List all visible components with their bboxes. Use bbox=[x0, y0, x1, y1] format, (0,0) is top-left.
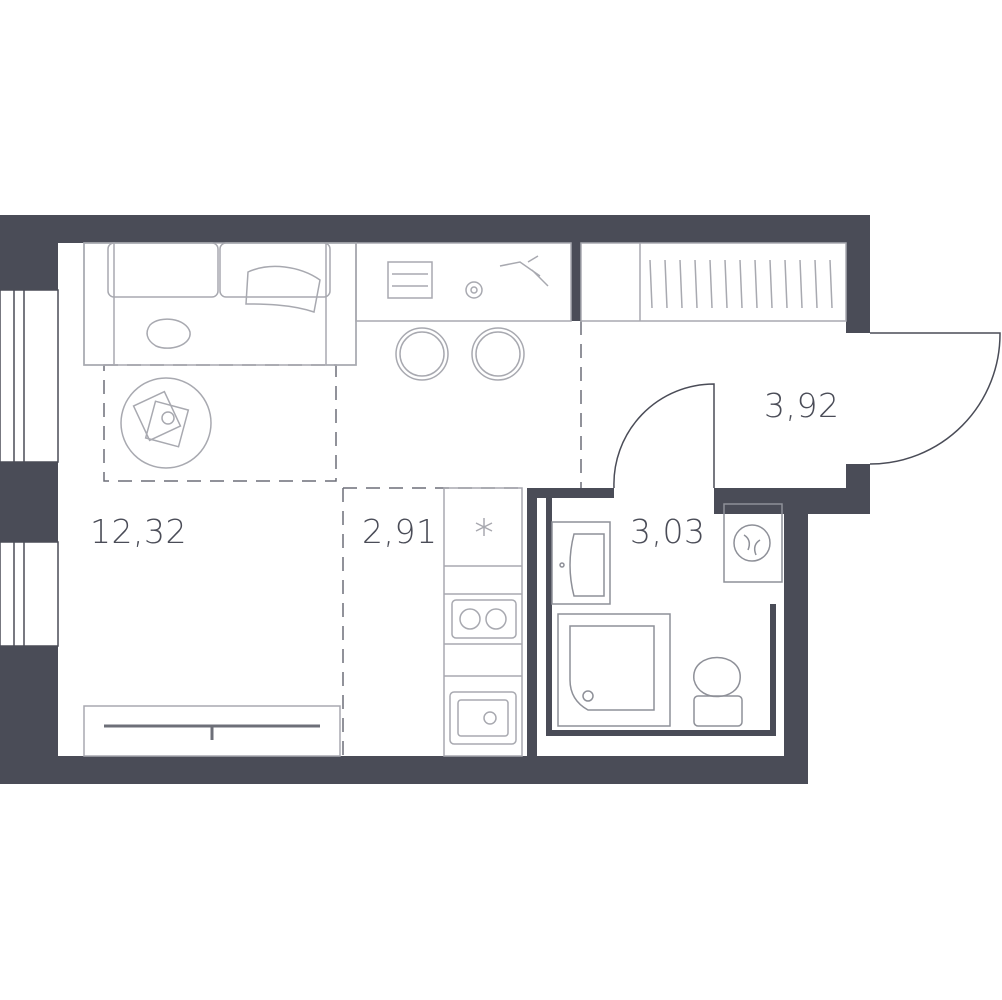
tv-stand bbox=[83, 705, 341, 757]
room-area-living: 12,32 bbox=[90, 512, 187, 551]
windows bbox=[0, 289, 59, 647]
sofa bbox=[83, 242, 357, 366]
bathroom-fixtures bbox=[551, 503, 783, 727]
wall-bathroom-right bbox=[784, 488, 808, 784]
kitchen-units bbox=[443, 487, 523, 757]
walls bbox=[0, 215, 870, 784]
room-area-bathroom: 3,03 bbox=[630, 512, 706, 551]
desk bbox=[355, 242, 572, 381]
entrance-door-swing bbox=[869, 332, 1001, 465]
window-upper bbox=[0, 289, 59, 463]
wall-bottom bbox=[0, 756, 808, 784]
wall-partition-top bbox=[571, 243, 581, 321]
room-area-kitchen: 2,91 bbox=[362, 512, 438, 551]
coffee-table bbox=[120, 377, 212, 469]
wall-bathroom-inner-right bbox=[770, 604, 776, 736]
closet bbox=[580, 242, 847, 322]
wall-bathroom-top-left bbox=[527, 488, 614, 498]
wall-bathroom-left bbox=[527, 488, 537, 758]
bathroom-door-swing bbox=[613, 383, 715, 489]
wall-bathroom-inner-bottom bbox=[546, 730, 776, 736]
wall-left-top bbox=[0, 215, 58, 290]
bathroom-door bbox=[613, 383, 715, 489]
wall-top bbox=[0, 215, 870, 243]
entrance-door bbox=[869, 332, 1001, 465]
wall-bathroom-inner-left bbox=[546, 498, 552, 736]
wall-right-upper bbox=[846, 215, 870, 333]
wall-left-middle bbox=[0, 462, 58, 542]
window-lower bbox=[0, 541, 59, 647]
room-area-hallway: 3,92 bbox=[764, 386, 840, 425]
